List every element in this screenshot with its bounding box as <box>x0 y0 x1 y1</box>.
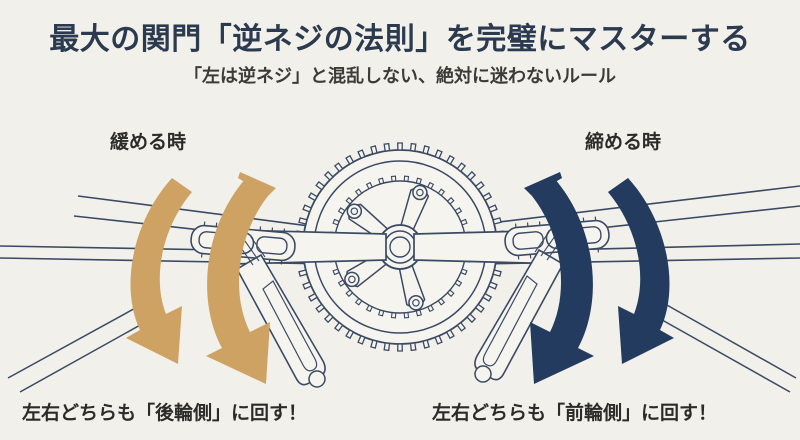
page-title: 最大の関門「逆ネジの法則」を完璧にマスターする <box>49 23 751 56</box>
left-crank-arm <box>188 219 326 388</box>
loosen-caption: 左右どちらも「後輪側」に回す！ <box>22 403 308 424</box>
loosen-arrow-inner-head <box>238 172 276 196</box>
tighten-arrow-inner-head <box>524 172 562 196</box>
tighten-label: 締める時 <box>585 132 662 153</box>
right-crank-arm <box>474 214 612 383</box>
tighten-arrow-outer <box>608 178 674 364</box>
loosen-arrow-outer <box>126 178 192 364</box>
page-subtitle: 「左は逆ネジ」と混乱しない、絶対に迷わないルール <box>184 66 616 86</box>
loosen-label: 緩める時 <box>110 132 187 153</box>
crankset-drawing <box>221 142 579 352</box>
tighten-arrow-inner <box>530 178 594 384</box>
loosen-arrow-inner <box>206 178 270 384</box>
tighten-caption: 左右どちらも「前輪側」に回す！ <box>432 403 718 424</box>
